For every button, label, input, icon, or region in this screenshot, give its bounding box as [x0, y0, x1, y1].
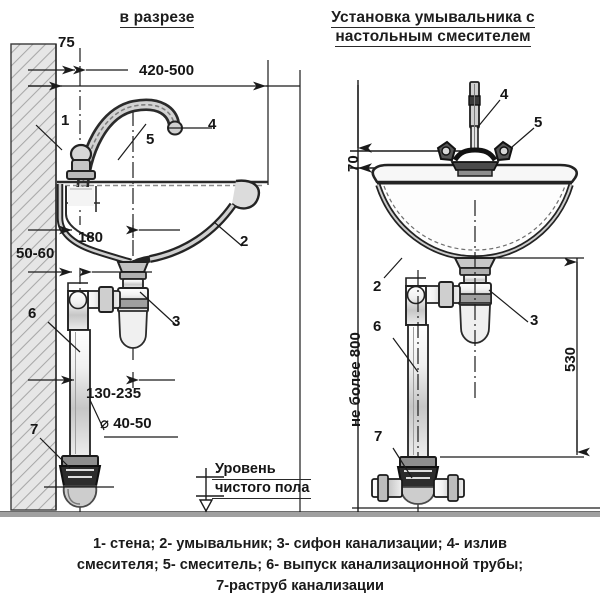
- dimension-40-50: ⌀ 40-50: [100, 415, 152, 432]
- dimension-800: не более 800: [347, 332, 364, 427]
- callout-right-4: 4: [500, 86, 509, 103]
- washbasin-section-left: [56, 179, 268, 269]
- callout-right-7: 7: [374, 428, 383, 445]
- floor-level-line2: чистого пола: [212, 480, 312, 499]
- callout-5: 5: [146, 131, 155, 148]
- callout-right-6: 6: [373, 318, 382, 335]
- left-view-title: в разрезе: [62, 8, 252, 28]
- legend: 1- стена; 2- умывальник; 3- сифон канали…: [0, 534, 600, 597]
- callout-right-5: 5: [534, 114, 543, 131]
- left-view-title-text: в разрезе: [119, 9, 195, 28]
- floor-level-line1: Уровень: [212, 461, 312, 480]
- dimension-180: 180: [78, 229, 104, 246]
- right-view-title-line1: Установка умывальника с: [331, 9, 535, 28]
- dimension-530: 530: [562, 346, 579, 372]
- siphon-left: [67, 261, 150, 349]
- dimension-lines-left-mid: [28, 225, 180, 438]
- dimension-70: 70: [345, 155, 362, 172]
- callout-3: 3: [172, 313, 181, 330]
- dimension-130-235: 130-235: [86, 385, 142, 402]
- callout-2: 2: [240, 233, 249, 250]
- callout-1: 1: [61, 112, 70, 129]
- callout-6: 6: [28, 305, 37, 322]
- floor-level-label: Уровень чистого пола: [212, 461, 312, 499]
- sewer-tee-right: [371, 456, 465, 505]
- leader-lines-right: [383, 99, 535, 479]
- legend-line-1: 1- стена; 2- умывальник; 3- сифон канали…: [93, 536, 507, 552]
- dimension-75: 75: [58, 34, 75, 51]
- dimension-lines-right: [440, 257, 590, 458]
- floor-line: [0, 511, 600, 517]
- callout-7: 7: [30, 421, 39, 438]
- dimension-420-500: 420-500: [139, 62, 195, 79]
- floor-level-symbol-left: [196, 468, 224, 513]
- legend-line-3: 7-раструб канализации: [216, 578, 384, 594]
- siphon-right: [405, 200, 497, 512]
- wall-section: [10, 43, 57, 511]
- faucet-spout-left: [66, 98, 183, 203]
- sewer-socket-left: [44, 455, 114, 508]
- callout-right-2: 2: [373, 278, 382, 295]
- right-view-title-line2: настольным смесителем: [335, 28, 531, 47]
- faucet-front-right: [436, 81, 514, 177]
- legend-line-2: смесителя; 5- смеситель; 6- выпуск канал…: [76, 557, 524, 573]
- leader-lines-left: [35, 123, 243, 469]
- callout-right-3: 3: [530, 312, 539, 329]
- dimension-50-60: 50-60: [16, 245, 55, 262]
- right-view-title: Установка умывальника с настольным смеси…: [268, 8, 598, 47]
- dimension-lines-left-top: [28, 60, 300, 185]
- callout-4: 4: [208, 116, 217, 133]
